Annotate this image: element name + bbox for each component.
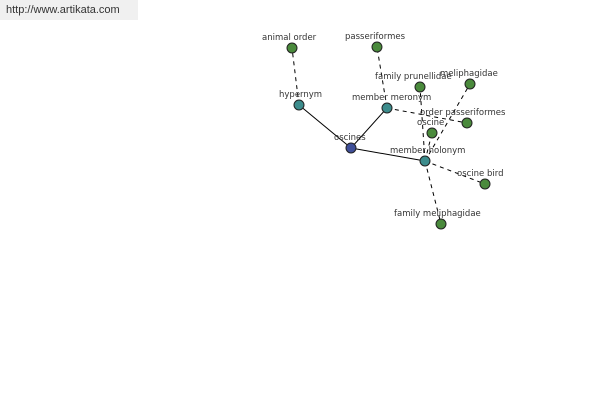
edge-member-holonym-to-meliphagidae [424, 83, 471, 162]
node-oscine[interactable]: oscine [417, 118, 444, 139]
edge-oscines-to-hypernym [298, 104, 352, 149]
node-label-meliphagidae[interactable]: meliphagidae [440, 69, 498, 79]
node-marker-oscines[interactable] [345, 142, 357, 154]
node-marker-member-meronym[interactable] [381, 102, 393, 114]
node-oscines[interactable]: oscines [334, 133, 366, 154]
node-order-passeriformes[interactable]: order passeriformes [420, 108, 506, 129]
node-label-passeriformes[interactable]: passeriformes [345, 32, 406, 42]
node-marker-family-prunellidae[interactable] [414, 81, 426, 93]
site-url[interactable]: http://www.artikata.com [0, 0, 138, 20]
node-label-animal-order[interactable]: animal order [262, 33, 317, 43]
node-member-meronym[interactable]: member meronym [352, 93, 431, 114]
nodes-layer: oscines hypernym member meronym member holo… [262, 32, 506, 230]
node-hypernym[interactable]: hypernym [279, 90, 322, 111]
node-marker-passeriformes[interactable] [371, 41, 383, 53]
node-marker-member-holonym[interactable] [419, 155, 431, 167]
node-meliphagidae[interactable]: meliphagidae [440, 69, 498, 90]
node-label-order-passeriformes[interactable]: order passeriformes [420, 108, 506, 118]
node-marker-oscine-bird[interactable] [479, 178, 491, 190]
node-family-prunellidae[interactable]: family prunellidae [375, 72, 452, 93]
node-label-family-meliphagidae[interactable]: family meliphagidae [394, 209, 481, 219]
node-label-oscines[interactable]: oscines [334, 133, 366, 143]
node-oscine-bird[interactable]: oscine bird [457, 169, 503, 190]
node-label-hypernym[interactable]: hypernym [279, 90, 322, 100]
node-marker-meliphagidae[interactable] [464, 78, 476, 90]
node-marker-animal-order[interactable] [286, 42, 298, 54]
node-label-oscine[interactable]: oscine [417, 118, 444, 128]
edge-oscines-to-member-meronym [350, 107, 388, 149]
node-label-member-holonym[interactable]: member holonym [390, 146, 465, 156]
node-label-family-prunellidae[interactable]: family prunellidae [375, 72, 452, 82]
node-passeriformes[interactable]: passeriformes [345, 32, 406, 53]
node-marker-family-meliphagidae[interactable] [435, 218, 447, 230]
edge-member-holonym-to-oscine-bird [424, 160, 486, 185]
edge-member-meronym-to-order-passeriformes [386, 107, 468, 124]
edge-member-meronym-to-passeriformes [376, 46, 388, 109]
node-label-member-meronym[interactable]: member meronym [352, 93, 431, 103]
edge-hypernym-to-animal-order [291, 47, 300, 106]
edge-member-holonym-to-family-meliphagidae [424, 160, 442, 225]
node-animal-order[interactable]: animal order [262, 33, 317, 54]
node-family-meliphagidae[interactable]: family meliphagidae [394, 209, 481, 230]
node-marker-oscine[interactable] [426, 127, 438, 139]
node-member-holonym[interactable]: member holonym [390, 146, 465, 167]
node-marker-order-passeriformes[interactable] [461, 117, 473, 129]
edge-oscines-to-member-holonym [350, 147, 426, 162]
node-marker-hypernym[interactable] [293, 99, 305, 111]
node-label-oscine-bird[interactable]: oscine bird [457, 169, 503, 179]
